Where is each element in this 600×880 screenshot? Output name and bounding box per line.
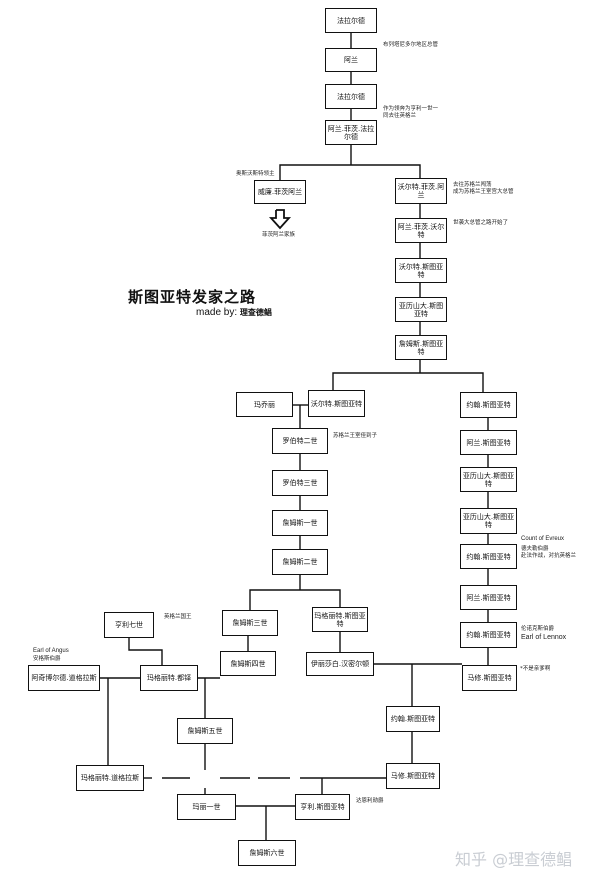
person-box: 沃尔特.斯图亚特 <box>395 258 447 283</box>
person-box: 约翰.斯图亚特 <box>460 392 517 418</box>
person-box: 罗伯特三世 <box>272 470 328 496</box>
diagram-title: 斯图亚特发家之路 <box>128 288 257 306</box>
annotation: 菲茨阿兰家族 <box>262 232 296 238</box>
person-box: 阿兰.菲茨.沃尔特 <box>395 218 447 243</box>
author-name: 理查德鲳 <box>239 308 272 317</box>
person-box: 阿兰.菲茨.法拉尔德 <box>325 120 377 145</box>
person-box: 威廉.菲茨阿兰 <box>254 180 306 204</box>
annotation: Earl of Lennox <box>521 634 567 641</box>
annotation: 苏格兰王室侄到子 <box>333 433 378 439</box>
person-box: 沃尔特.斯图亚特 <box>308 390 365 417</box>
person-box: 詹姆斯三世 <box>222 610 278 636</box>
annotation: Earl of Angus <box>33 648 69 654</box>
person-box: 马修.斯图亚特 <box>386 763 440 789</box>
person-box: 法拉尔德 <box>325 8 377 33</box>
author-credit: made by: 理查德鲳 <box>196 307 272 318</box>
person-box: 詹姆斯二世 <box>272 549 328 575</box>
person-box: 阿兰.斯图亚特 <box>460 430 517 455</box>
person-box: 詹姆斯五世 <box>177 718 233 744</box>
person-box: 詹姆斯六世 <box>238 840 296 866</box>
person-box: 玛格丽特.斯图亚特 <box>312 607 368 632</box>
annotation: 布列塔尼多尔地区总管 <box>383 42 439 48</box>
person-box: 亚历山大.斯图亚特 <box>395 297 447 322</box>
person-box: 沃尔特.菲茨.阿兰 <box>395 178 447 204</box>
person-box: 亚历山大.斯图亚特 <box>460 467 517 492</box>
person-box: 罗伯特二世 <box>272 428 328 454</box>
watermark: 知乎 @理查德鲳 <box>455 850 573 869</box>
person-box: 玛乔丽 <box>236 392 293 417</box>
annotation: 安格斯伯爵 <box>33 656 61 662</box>
annotation: 世袭大总管之路开始了 <box>453 220 509 226</box>
person-box: 詹姆斯四世 <box>220 651 276 676</box>
person-box: 马修.斯图亚特 <box>462 665 517 691</box>
person-box: 詹姆斯.斯图亚特 <box>395 335 447 360</box>
annotation: 达恩利勋爵 <box>356 798 384 804</box>
annotation: *不是亲爹啊 <box>520 666 551 672</box>
person-box: 玛格丽特.道格拉斯 <box>76 765 144 791</box>
person-box: 玛格丽特.都铎 <box>140 665 198 691</box>
annotation: 作为领奔为亨利一世一 同去往英格兰 <box>383 106 439 119</box>
annotation: Count of Evreux <box>521 536 565 542</box>
person-box: 约翰.斯图亚特 <box>460 544 517 569</box>
person-box: 阿兰 <box>325 48 377 72</box>
annotation: 德夫勒伯爵 赴法作战，对抗英格兰 <box>521 546 577 559</box>
person-box: 亨利七世 <box>104 612 154 638</box>
person-box: 伊丽莎白.汉密尔顿 <box>306 652 374 676</box>
annotation: 奥斯沃斯特领主 <box>236 171 275 177</box>
person-box: 詹姆斯一世 <box>272 510 328 536</box>
person-box: 玛丽一世 <box>177 794 236 820</box>
made-by-prefix: made by: <box>196 307 238 318</box>
person-box: 亨利.斯图亚特 <box>295 794 350 820</box>
annotation: 英格兰国王 <box>164 614 192 620</box>
person-box: 阿兰.斯图亚特 <box>460 585 517 610</box>
person-box: 亚历山大.斯图亚特 <box>460 508 517 534</box>
person-box: 法拉尔德 <box>325 84 377 109</box>
person-box: 约翰.斯图亚特 <box>460 622 517 648</box>
annotation: 伦诺克斯伯爵 <box>521 626 555 632</box>
person-box: 约翰.斯图亚特 <box>386 706 440 732</box>
annotation: 去往苏格兰闯荡 成为苏格兰王室宫大总管 <box>453 182 514 195</box>
person-box: 阿奇博尔德.道格拉斯 <box>28 665 100 691</box>
